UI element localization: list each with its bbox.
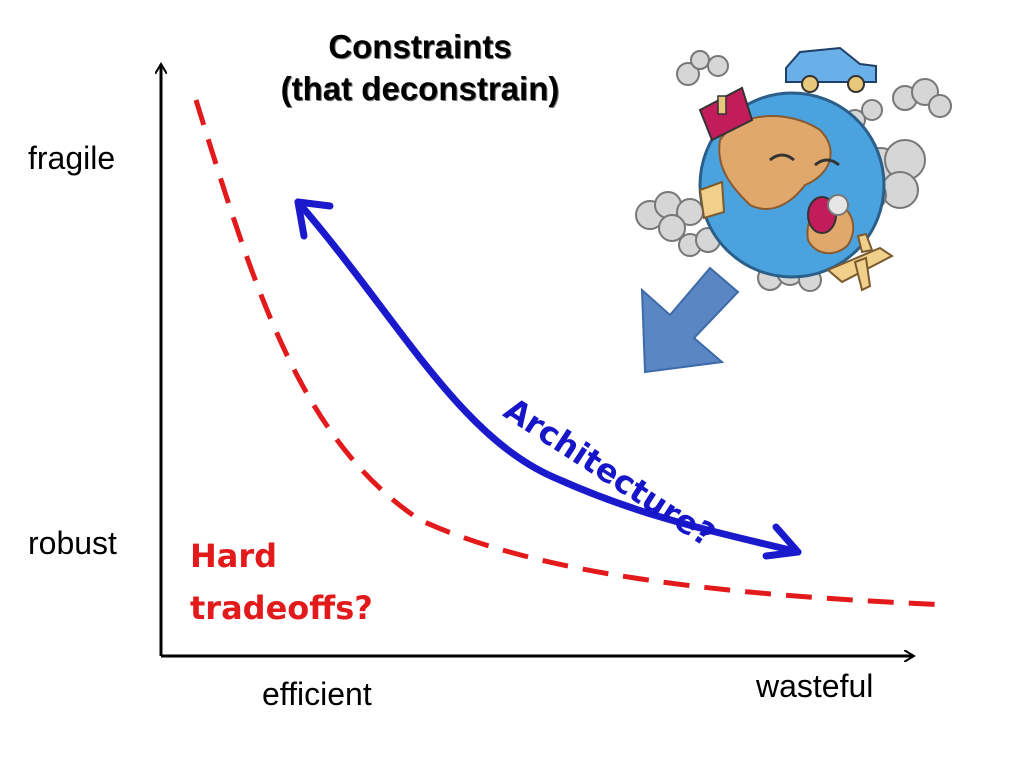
hard-tradeoffs-line-2: tradeoffs?	[190, 589, 373, 627]
ship-icon	[698, 86, 754, 142]
y-axis-top-label: fragile	[28, 140, 116, 176]
polluted-earth-icon	[635, 46, 952, 292]
car-icon	[785, 46, 877, 93]
title-line-1: Constraints	[328, 28, 512, 65]
y-axis-bottom-label: robust	[28, 525, 117, 561]
pointer-arrow-icon	[640, 266, 740, 374]
tradeoff-curve	[193, 99, 949, 608]
airplane-icon	[826, 232, 894, 292]
hard-tradeoffs-line-1: Hard	[190, 537, 278, 575]
title-line-2: (that deconstrain)	[280, 70, 560, 107]
x-axis-right-label: wasteful	[756, 668, 874, 704]
diagram-title: Constraints (that deconstrain)	[200, 26, 640, 110]
factory-icon	[698, 180, 726, 220]
x-axis-left-label: efficient	[262, 676, 372, 712]
architecture-arrow	[294, 198, 802, 560]
hard-tradeoffs-label: Hard tradeoffs?	[190, 530, 373, 634]
